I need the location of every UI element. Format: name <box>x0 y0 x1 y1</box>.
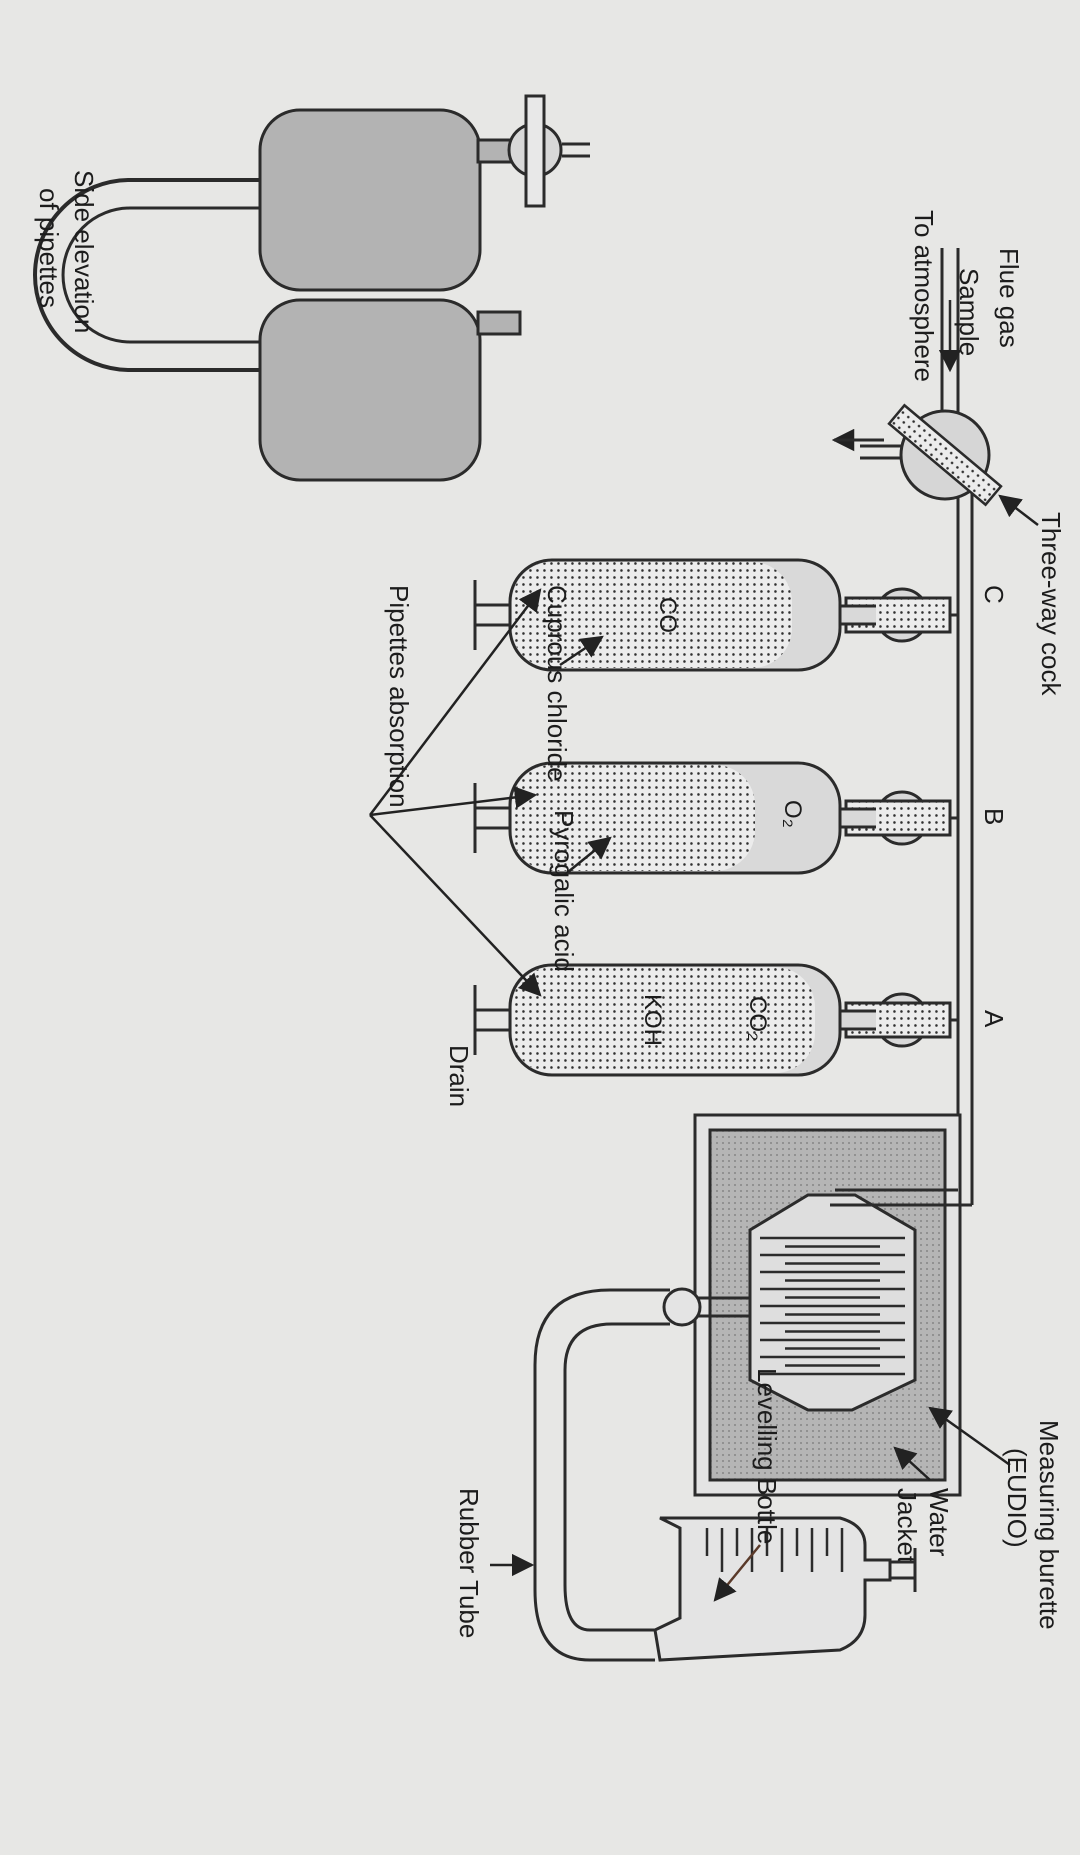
three-way-cock-key <box>887 403 1003 507</box>
flue-gas-label: Flue gas <box>994 248 1024 348</box>
pipettes-arrow-o2 <box>369 786 538 817</box>
burette-bulb <box>662 1287 702 1327</box>
cuprous-chloride-label: Cuprous chloride <box>542 585 572 782</box>
side-elevation-pipettes <box>33 94 590 482</box>
pyrogalic-acid-label: Pyrogalic acid <box>549 810 579 972</box>
water-jacket-label-line2: Jacket <box>892 1488 922 1564</box>
cock-c-label: C <box>979 585 1009 604</box>
pipettes-arrow-co2 <box>369 814 542 997</box>
pipette-co2-reagent <box>512 967 815 1073</box>
reagent-koh-label: KOH <box>639 994 666 1046</box>
cock-a-label: A <box>979 1010 1009 1028</box>
rubber-tube-inner <box>563 1322 670 1632</box>
three-way-cock <box>887 403 1003 507</box>
side-stem-bottom <box>476 310 522 336</box>
side-stopcock-key <box>524 94 546 208</box>
burette-pointer <box>928 1406 1011 1467</box>
pipette-o2-reagent <box>512 765 755 871</box>
three-way-cock-label: Three-way cock <box>1036 512 1066 696</box>
cuprous-pointer <box>559 635 604 667</box>
sample-label: Sample <box>954 268 984 356</box>
gas-manifold <box>831 248 974 1205</box>
drain-b <box>473 783 510 853</box>
side-elevation-label-line2: of pipettes <box>34 188 64 308</box>
pipettes-arrow-co <box>369 588 542 816</box>
neck-c <box>838 604 876 626</box>
pyrogalic-pointer <box>567 836 612 873</box>
side-stem-top <box>476 138 514 164</box>
cock-b-label: B <box>979 808 1009 825</box>
pipettes-absorption-label: Pipettes absorption <box>384 585 414 808</box>
rubber-tube-outer <box>533 1288 670 1662</box>
reagent-pointers <box>369 588 612 997</box>
drain-a <box>473 985 510 1055</box>
side-pipette-top <box>258 108 482 292</box>
absorption-pipettes <box>473 558 958 1077</box>
drain-c <box>473 580 510 650</box>
side-elevation-label-line1: Side elevation <box>69 170 99 333</box>
measuring-burette-label-line1: Measuring burette <box>1034 1420 1064 1630</box>
levelling-pointer <box>713 1544 761 1602</box>
side-u-tube-inner <box>61 206 270 344</box>
rubber-tube-label: Rubber Tube <box>454 1488 484 1638</box>
water-jacket-label-line1: Water <box>924 1488 954 1557</box>
gas-co-label: CO <box>654 597 681 633</box>
levelling-graduations <box>705 1528 844 1572</box>
neck-b <box>838 807 876 829</box>
side-pipette-bottom <box>258 298 482 482</box>
jacket-pointer <box>893 1446 931 1481</box>
measuring-burette-label-line2: (EUDIO) <box>1002 1448 1032 1548</box>
gas-o2-label: O₂ <box>779 800 806 828</box>
three-way-cock-pointer <box>998 494 1039 526</box>
drain-label: Drain <box>444 1045 474 1107</box>
levelling-bottle <box>653 1516 892 1662</box>
gas-co2-label: CO₂ <box>744 996 771 1041</box>
to-atmosphere-label: To atmosphere <box>909 210 939 382</box>
burette-graduations <box>760 1236 905 1376</box>
neck-a <box>838 1009 876 1031</box>
levelling-assembly <box>533 1287 917 1662</box>
side-u-tube <box>33 178 270 372</box>
levelling-bottle-label: Levelling Bottle <box>752 1368 782 1544</box>
